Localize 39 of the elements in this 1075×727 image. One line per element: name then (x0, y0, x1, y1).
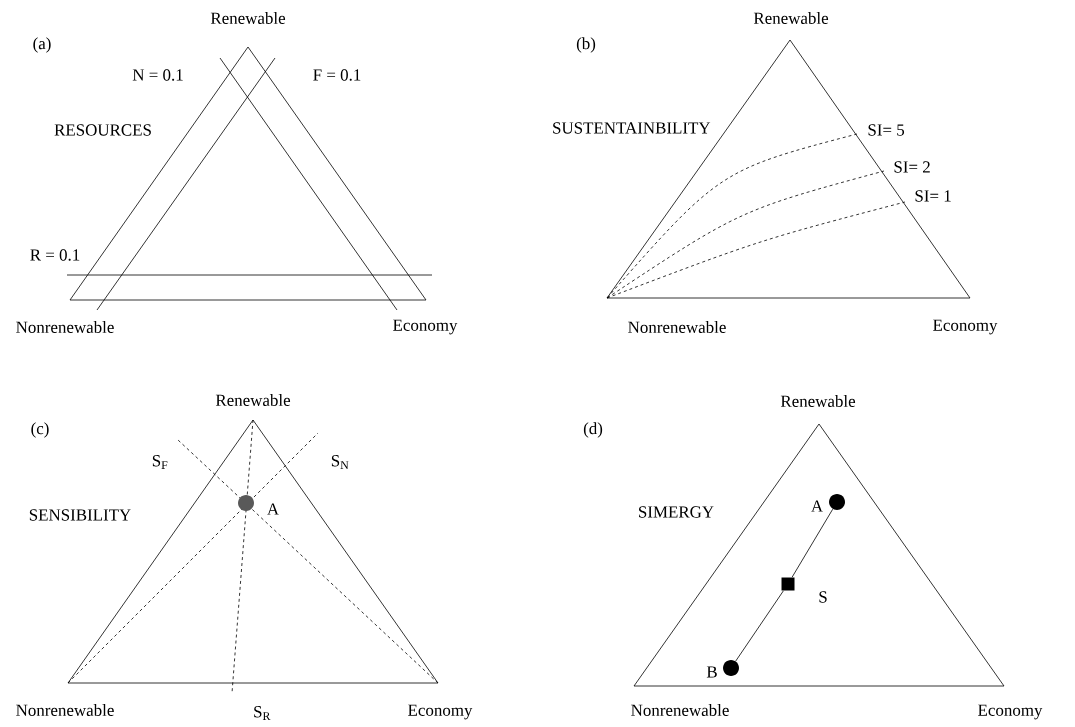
line-label: S$_{R}$ (254, 706, 271, 720)
point-marker (829, 494, 845, 510)
panel-label: (b) (576, 37, 596, 53)
vertex-label: Nonrenewable (628, 321, 726, 333)
vertex-label: Renewable (780, 395, 856, 407)
point-label: A (811, 500, 823, 512)
connector-line (791, 508, 834, 578)
vertex-label: Renewable (753, 12, 829, 24)
point-marker (723, 660, 739, 676)
vertex-label: Nonrenewable (16, 704, 114, 716)
line-label: R = 0.1 (30, 249, 80, 261)
region-label: SUSTENTAINBILITY (553, 122, 711, 134)
line-label: S$_{N}$ (331, 455, 349, 469)
vertex-label: Economy (933, 319, 998, 335)
point-marker (781, 577, 795, 591)
panel-label: (d) (583, 422, 603, 438)
vertex-label: Renewable (210, 12, 286, 24)
point-label: A (267, 503, 279, 515)
point-label: S (819, 591, 827, 603)
vertex-label: Renewable (215, 394, 291, 406)
vertex-label: Economy (408, 704, 473, 720)
curve-label: SI= 5 (868, 124, 905, 136)
vertex-label: Nonrenewable (631, 704, 729, 716)
vertex-label: Nonrenewable (16, 321, 114, 333)
line-label: N = 0.1 (132, 69, 183, 81)
panel-label: (c) (31, 422, 49, 438)
line-label: F = 0.1 (313, 69, 361, 81)
line-label: S$_{F}$ (152, 455, 168, 469)
connector-line (735, 590, 784, 662)
point-marker (238, 495, 254, 511)
region-label: SENSIBILITY (29, 509, 131, 521)
curve-label: SI= 2 (894, 161, 930, 173)
point-label: B (706, 666, 717, 678)
panel-label: (a) (33, 37, 51, 53)
region-label: SIMERGY (639, 506, 714, 518)
curve-label: SI= 1 (915, 190, 951, 202)
vertex-label: Economy (978, 704, 1043, 720)
vertex-label: Economy (393, 319, 458, 335)
region-label: RESOURCES (54, 124, 151, 136)
